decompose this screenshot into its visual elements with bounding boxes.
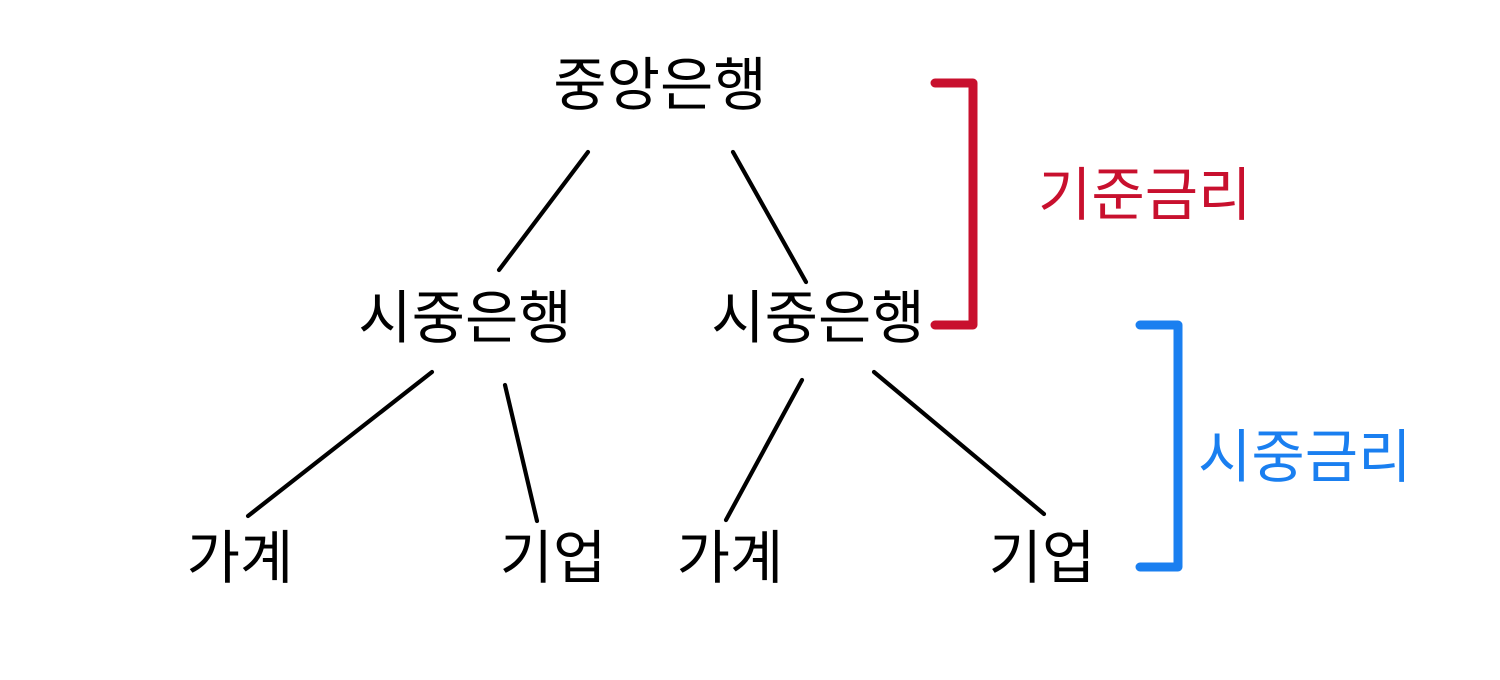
node-central-bank: 중앙은행 bbox=[553, 51, 766, 119]
node-group-tier1: 중앙은행 bbox=[553, 51, 766, 119]
edge-group bbox=[245, 149, 1047, 524]
node-corporate-right: 기업 bbox=[989, 524, 1096, 592]
node-corporate-left: 기업 bbox=[500, 524, 607, 592]
bracket-group-market-rate: 시중금리 bbox=[1135, 320, 1411, 572]
policy-rate-label: 기준금리 bbox=[1038, 161, 1251, 229]
node-commercial-bank-left: 시중은행 bbox=[358, 284, 571, 352]
node-household-left: 가계 bbox=[187, 524, 294, 592]
node-commercial-bank-right: 시중은행 bbox=[711, 284, 924, 352]
edge-bank-left-to-household bbox=[245, 369, 435, 519]
edge-bank-right-to-household bbox=[723, 377, 805, 523]
node-group-tier2: 시중은행 시중은행 bbox=[358, 284, 924, 352]
node-household-right: 가계 bbox=[677, 524, 784, 592]
edge-central-to-bank-right bbox=[730, 149, 809, 285]
edge-bank-right-to-corporate bbox=[871, 369, 1047, 517]
policy-rate-bracket-icon bbox=[930, 78, 978, 330]
edge-central-to-bank-left bbox=[496, 149, 591, 273]
market-rate-bracket-icon bbox=[1135, 320, 1183, 572]
edge-bank-left-to-corporate bbox=[502, 382, 540, 524]
market-rate-label: 시중금리 bbox=[1198, 423, 1411, 491]
bracket-group-policy-rate: 기준금리 bbox=[930, 78, 1251, 330]
node-group-tier3: 가계 기업 가계 기업 bbox=[187, 524, 1096, 592]
